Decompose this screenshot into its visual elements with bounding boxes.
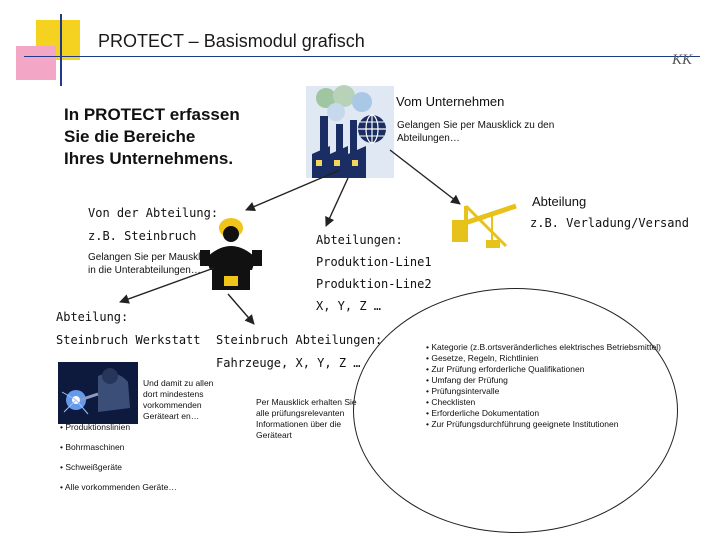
info-item-3: • Zur Prüfung erforderliche Qualifikatio… [426, 364, 585, 374]
from-department-example: z.B. Steinbruch [88, 229, 197, 243]
mouse-hint-line-4: Geräteart [256, 430, 292, 440]
intro-line-1: In PROTECT erfassen [64, 105, 240, 124]
equipment-hint-line-4: Geräteart en… [143, 411, 200, 421]
arrow-to-quarry-departments [227, 293, 255, 325]
equipment-hint-line-1: Und damit zu allen [143, 378, 214, 388]
mouse-hint-line-2: alle prüfungsrelevanten [256, 408, 345, 418]
info-item-6: • Checklisten [426, 397, 476, 407]
company-hint: Gelangen Sie per Mausklick zu den Abteil… [397, 119, 554, 145]
equipment-hint-line-2: dort mindestens [143, 389, 204, 399]
info-item-8: • Zur Prüfungsdurchführung geeignete Ins… [426, 419, 619, 429]
mouse-hint: Per Mausklick erhalten Sie alle prüfungs… [256, 397, 357, 441]
globe-icon[interactable] [357, 114, 387, 144]
info-item-2: • Gesetze, Regeln, Richtlinien [426, 353, 539, 363]
info-item-1: • Kategorie (z.B.ortsveränderliches elek… [426, 342, 661, 352]
department-item-3[interactable]: X, Y, Z … [316, 299, 382, 313]
worker-icon[interactable] [198, 214, 264, 298]
arrow-to-workshop [119, 267, 215, 304]
crane-icon[interactable] [446, 196, 524, 256]
mouse-hint-line-1: Per Mausklick erhalten Sie [256, 397, 357, 407]
welder-image[interactable] [58, 362, 138, 424]
info-item-4: • Umfang der Prüfung [426, 375, 508, 385]
info-item-7: • Erforderliche Dokumentation [426, 408, 540, 418]
department-item-1[interactable]: Produktion-Line1 [316, 255, 432, 269]
header-pink-block [16, 46, 56, 80]
arrow-to-department-right [389, 149, 461, 205]
equipment-hint: Und damit zu allen dort mindestens vorko… [143, 378, 213, 422]
intro-line-2: Sie die Bereiche [64, 127, 196, 146]
from-department-hint-line-1: Gelangen Sie per Mausklick [88, 252, 213, 263]
equipment-list: • Produktionslinien • Bohrmaschinen • Sc… [60, 422, 177, 493]
info-item-5: • Prüfungsintervalle [426, 386, 500, 396]
info-circle [353, 288, 678, 533]
header-vertical-line [60, 14, 62, 86]
mouse-hint-line-3: Informationen über die [256, 419, 342, 429]
arrow-to-department-left [245, 169, 341, 212]
header-horizontal-line [24, 56, 700, 57]
from-department-hint: Gelangen Sie per Mausklick in die Untera… [88, 251, 213, 277]
quarry-departments-items[interactable]: Fahrzeuge, X, Y, Z … [216, 356, 361, 370]
department-item-2[interactable]: Produktion-Line2 [316, 277, 432, 291]
intro-line-3: Ihres Unternehmens. [64, 149, 234, 168]
page-title: PROTECT – Basismodul grafisch [98, 31, 365, 51]
equipment-item-3[interactable]: • Schweißgeräte [60, 462, 123, 472]
quarry-departments-label: Steinbruch Abteilungen: [216, 333, 383, 347]
workshop-label: Abteilung: [56, 310, 129, 324]
departments-label: Abteilungen: [316, 233, 403, 247]
brand-logo: KK [672, 52, 693, 68]
from-department-label: Von der Abteilung: [88, 206, 219, 220]
intro-text: In PROTECT erfassen Sie die Bereiche Ihr… [64, 104, 294, 170]
welder-icon [61, 368, 130, 415]
info-list: • Kategorie (z.B.ortsveränderliches elek… [426, 342, 662, 430]
equipment-item-1[interactable]: • Produktionslinien [60, 422, 131, 432]
workshop-name[interactable]: Steinbruch Werkstatt [56, 333, 201, 347]
department-right-example: z.B. Verladung/Versand [530, 216, 689, 230]
company-hint-line-2: Abteilungen… [397, 133, 460, 144]
company-hint-line-1: Gelangen Sie per Mausklick zu den [397, 120, 555, 131]
equipment-item-4[interactable]: • Alle vorkommenden Geräte… [60, 482, 177, 492]
from-department-hint-line-2: in die Unterabteilungen… [88, 265, 201, 276]
department-right-label: Abteilung [532, 194, 587, 209]
arrow-to-departments [325, 177, 349, 227]
equipment-hint-line-3: vorkommenden [143, 400, 202, 410]
company-label: Vom Unternehmen [396, 94, 505, 109]
equipment-item-2[interactable]: • Bohrmaschinen [60, 442, 125, 452]
